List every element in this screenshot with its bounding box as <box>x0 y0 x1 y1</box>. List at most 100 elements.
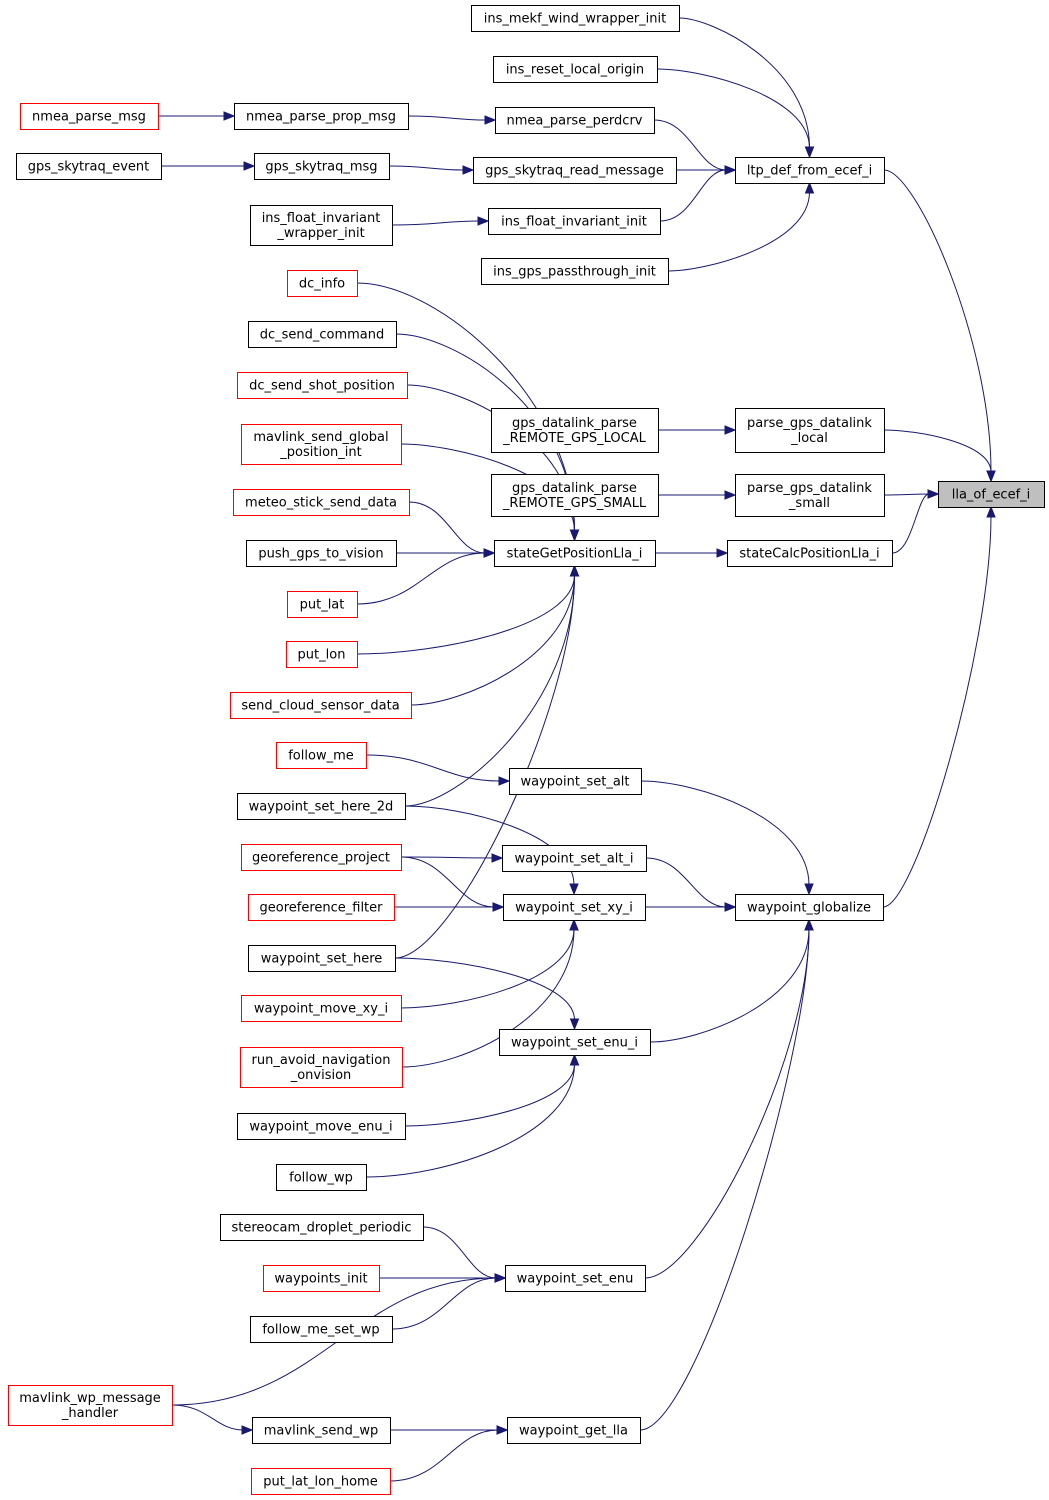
node-label: ins_mekf_wind_wrapper_init <box>484 12 666 27</box>
edge-stereocam-droplet-periodic-to-waypoint-set-enu <box>422 1226 507 1283</box>
arrowhead-icon <box>927 489 940 499</box>
node-label: meteo_stick_send_data <box>245 496 397 511</box>
node-box <box>234 103 409 130</box>
node-label: mavlink_wp_message <box>19 1391 161 1406</box>
edge-line <box>400 856 494 859</box>
arrowhead-icon <box>569 918 579 931</box>
edge-line <box>891 493 930 554</box>
node-box <box>471 5 680 32</box>
node-label: ins_reset_local_origin <box>506 63 644 78</box>
node-mavlink-send-global-position-int[interactable]: mavlink_send_global_position_int <box>241 424 402 465</box>
edge-line <box>365 754 501 782</box>
node-follow-me-set-wp[interactable]: follow_me_set_wp <box>250 1316 393 1343</box>
node-box <box>735 474 885 517</box>
node-ins-reset-local-origin[interactable]: ins_reset_local_origin <box>493 56 658 83</box>
node-box <box>263 1265 380 1292</box>
edge-ltp-def-from-ecef-i-to-lla-of-ecef-i <box>883 169 996 483</box>
node-box <box>241 424 402 465</box>
node-gps-skytraq-msg[interactable]: gps_skytraq_msg <box>254 153 390 180</box>
node-gps-skytraq-read-message[interactable]: gps_skytraq_read_message <box>473 157 677 184</box>
node-dc-info[interactable]: dc_info <box>287 270 358 297</box>
node-mavlink-send-wp[interactable]: mavlink_send_wp <box>252 1417 391 1444</box>
edge-line <box>649 928 810 1043</box>
node-push-gps-to-vision[interactable]: push_gps_to_vision <box>246 540 397 567</box>
node-follow-wp[interactable]: follow_wp <box>276 1164 367 1191</box>
arrowhead-icon <box>724 490 737 500</box>
node-label: waypoint_globalize <box>747 901 871 916</box>
node-waypoint-move-enu-i[interactable]: waypoint_move_enu_i <box>237 1113 406 1140</box>
edge-line <box>400 856 495 908</box>
node-stereocam-droplet-periodic[interactable]: stereocam_droplet_periodic <box>220 1214 424 1241</box>
node-put-lat[interactable]: put_lat <box>287 591 358 618</box>
node-nmea-parse-msg[interactable]: nmea_parse_msg <box>20 103 159 130</box>
node-ins-float-invariant-wrapper-init[interactable]: ins_float_invariant_wrapper_init <box>250 205 393 246</box>
arrowhead-icon <box>496 1425 509 1435</box>
node-dc-send-command[interactable]: dc_send_command <box>248 321 397 348</box>
node-label: gps_skytraq_msg <box>265 160 377 175</box>
node-waypoint-get-lla[interactable]: waypoint_get_lla <box>507 1417 641 1444</box>
node-label: parse_gps_datalink <box>747 481 872 496</box>
node-waypoints-init[interactable]: waypoints_init <box>263 1265 380 1292</box>
node-follow-me[interactable]: follow_me <box>276 742 367 769</box>
node-send-cloud-sensor-data[interactable]: send_cloud_sensor_data <box>230 692 412 719</box>
node-put-lat-lon-home[interactable]: put_lat_lon_home <box>251 1468 391 1495</box>
node-waypoint-globalize[interactable]: waypoint_globalize <box>735 894 884 921</box>
node-meteo-stick-send-data[interactable]: meteo_stick_send_data <box>233 489 410 516</box>
node-nmea-parse-perdcrv[interactable]: nmea_parse_perdcrv <box>495 107 655 134</box>
node-label: _position_int <box>279 445 361 460</box>
node-dc-send-shot-position[interactable]: dc_send_shot_position <box>237 372 408 399</box>
node-gps-datalink-parse-remote-gps-local[interactable]: gps_datalink_parse_REMOTE_GPS_LOCAL <box>491 408 659 453</box>
edge-line <box>639 928 810 1431</box>
edge-meteo-stick-send-data-to-stategetpositionlla-i <box>408 501 496 558</box>
node-waypoint-move-xy-i[interactable]: waypoint_move_xy_i <box>241 995 402 1022</box>
node-box <box>237 1113 406 1140</box>
edge-line <box>883 429 992 473</box>
node-mavlink-wp-message-handler[interactable]: mavlink_wp_message_handler <box>8 1385 173 1426</box>
node-box <box>509 768 642 795</box>
node-stategetpositionlla-i[interactable]: stateGetPositionLla_i <box>494 540 656 567</box>
node-label: gps_skytraq_event <box>28 160 150 175</box>
edge-mavlink-send-wp-to-waypoint-get-lla <box>390 1425 509 1435</box>
arrowhead-icon <box>986 505 996 518</box>
node-put-lon[interactable]: put_lon <box>286 641 358 668</box>
node-box <box>248 894 395 921</box>
node-parse-gps-datalink-local[interactable]: parse_gps_datalink_local <box>735 408 885 453</box>
node-run-avoid-navigation-onvision[interactable]: run_avoid_navigation_onvision <box>240 1047 403 1088</box>
node-label: put_lat <box>300 598 345 613</box>
edge-line <box>667 191 810 272</box>
arrowhead-icon <box>804 181 815 194</box>
node-label: stateCalcPositionLla_i <box>739 547 879 562</box>
arrowhead-icon <box>483 548 496 558</box>
node-box <box>481 258 669 285</box>
arrowhead-icon <box>804 918 814 931</box>
arrowhead-icon <box>492 902 505 912</box>
node-label: waypoint_set_alt <box>521 775 630 790</box>
arrowhead-icon <box>477 216 490 226</box>
node-nmea-parse-prop-msg[interactable]: nmea_parse_prop_msg <box>234 103 409 130</box>
node-ltp-def-from-ecef-i[interactable]: ltp_def_from_ecef_i <box>735 157 885 184</box>
node-ins-float-invariant-init[interactable]: ins_float_invariant_init <box>488 208 661 235</box>
node-statecalcpositionlla-i[interactable]: stateCalcPositionLla_i <box>727 540 893 567</box>
nodes-layer: lla_of_ecef_i ltp_def_from_ecef_i parse_gp… <box>8 5 1045 1495</box>
edge-line <box>656 68 810 149</box>
arrowhead-icon <box>223 111 236 121</box>
node-waypoint-set-enu[interactable]: waypoint_set_enu <box>505 1265 646 1292</box>
node-parse-gps-datalink-small[interactable]: parse_gps_datalink_small <box>735 474 885 517</box>
edge-waypoint-set-enu-to-waypoint-globalize <box>644 918 814 1279</box>
node-ins-gps-passthrough-init[interactable]: ins_gps_passthrough_init <box>481 258 669 285</box>
node-waypoint-set-alt-i[interactable]: waypoint_set_alt_i <box>502 845 647 872</box>
node-gps-skytraq-event[interactable]: gps_skytraq_event <box>16 153 162 180</box>
node-georeference-project[interactable]: georeference_project <box>241 844 402 871</box>
edge-line <box>659 169 727 222</box>
node-ins-mekf-wind-wrapper-init[interactable]: ins_mekf_wind_wrapper_init <box>471 5 680 32</box>
node-waypoint-set-here-2d[interactable]: waypoint_set_here_2d <box>237 793 406 820</box>
node-waypoint-set-xy-i[interactable]: waypoint_set_xy_i <box>503 894 646 921</box>
node-gps-datalink-parse-remote-gps-small[interactable]: gps_datalink_parse_REMOTE_GPS_SMALL <box>491 474 659 517</box>
node-waypoint-set-here[interactable]: waypoint_set_here <box>248 945 396 972</box>
node-lla-of-ecef-i[interactable]: lla_of_ecef_i <box>938 481 1045 508</box>
node-waypoint-set-alt[interactable]: waypoint_set_alt <box>509 768 642 795</box>
node-label: waypoint_set_enu_i <box>511 1036 638 1051</box>
node-georeference-filter[interactable]: georeference_filter <box>248 894 395 921</box>
node-waypoint-set-enu-i[interactable]: waypoint_set_enu_i <box>499 1029 651 1056</box>
